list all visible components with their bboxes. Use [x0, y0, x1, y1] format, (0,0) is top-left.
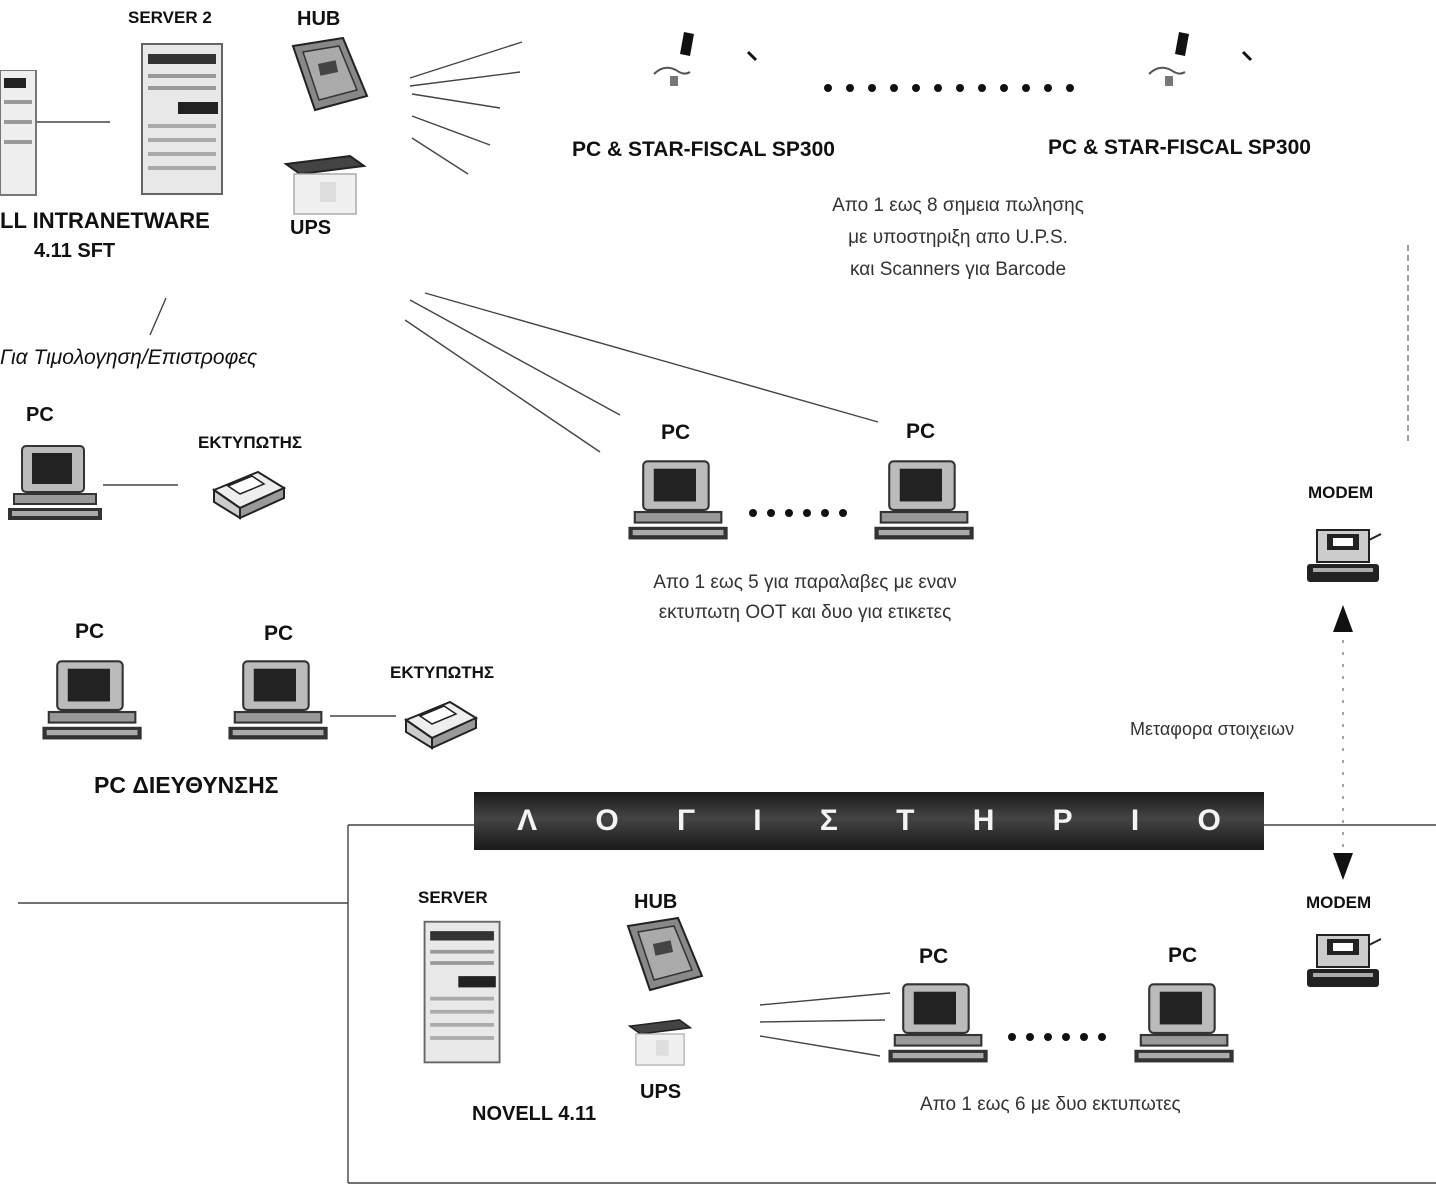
modem-top-icon	[1303, 520, 1383, 590]
mgmt-pc-label-1: PC	[75, 620, 105, 643]
mgmt-pc-icon	[36, 655, 146, 750]
invoicing-label: Για Τιμολογηση/Επιστροφες	[0, 346, 258, 369]
banner-letter: Γ	[676, 804, 696, 837]
bottom-ups-icon	[625, 1010, 695, 1075]
bottom-hub-label: HUB	[634, 891, 678, 913]
intranetware-version: 4.11 SFT	[34, 240, 116, 262]
server-partial-icon	[0, 70, 37, 196]
ups-label: UPS	[290, 217, 332, 239]
left-printer-icon	[208, 462, 288, 522]
left-printer-label: ΕΚΤΥΠΩΤΗΣ	[198, 433, 303, 452]
server2-label: SERVER 2	[128, 8, 212, 27]
mgmt-printer-label: ΕΚΤΥΠΩΤΗΣ	[390, 663, 495, 682]
middle-caption-line: εκτυπωτη ΟΟΤ και δυο για ετικετες	[658, 602, 952, 623]
pos-label-1: PC & STAR-FISCAL SP300	[572, 138, 835, 161]
bottom-hub-icon	[618, 916, 708, 996]
transfer-label: Μεταφορα στοιχειων	[1130, 719, 1295, 739]
banner-letter: Ι	[753, 804, 762, 837]
banner-letter: Ο	[595, 804, 619, 837]
modem-bottom-icon	[1303, 925, 1383, 995]
bottom-pc-icon	[882, 978, 992, 1073]
banner-letter: Ι	[1130, 804, 1140, 837]
banner-letter: Ο	[1197, 804, 1221, 837]
arrow-down-icon	[1333, 853, 1353, 880]
mgmt-pc-label-2: PC	[264, 622, 294, 645]
pos-caption-line: Απο 1 εως 8 σημεια πωλησης	[832, 195, 1084, 216]
server2-icon	[138, 40, 228, 200]
pos-terminal-icon	[650, 28, 760, 118]
mgmt-pc-icon	[222, 655, 332, 750]
modem-top-label: MODEM	[1308, 483, 1374, 502]
pos-caption: Απο 1 εως 8 σημεια πωλησης με υποστηριξη…	[790, 190, 1126, 286]
middle-pc-icon	[868, 455, 978, 550]
pos-label-2: PC & STAR-FISCAL SP300	[1048, 136, 1311, 159]
pos-caption-line: και Scanners για Barcode	[849, 259, 1067, 280]
intranetware-title: LL INTRANETWARE	[0, 208, 210, 233]
bottom-server-icon	[418, 918, 508, 1068]
bottom-server-label: SERVER	[418, 888, 488, 907]
left-pc-icon	[4, 440, 104, 530]
novell-label: NOVELL 4.11	[472, 1103, 597, 1125]
management-title: PC ΔΙΕΥΘΥΝΣΗΣ	[94, 772, 279, 798]
bottom-caption: Απο 1 εως 6 με δυο εκτυπωτες	[920, 1094, 1181, 1115]
banner-letter: Λ	[517, 804, 538, 837]
middle-caption: Απο 1 εως 5 για παραλαβες με εναν εκτυπω…	[600, 568, 1010, 628]
banner-letter: Ρ	[1052, 804, 1073, 837]
middle-pc-label-2: PC	[906, 420, 936, 443]
hub-label: HUB	[297, 8, 341, 30]
ups-icon	[280, 150, 370, 220]
hub-icon	[283, 36, 373, 116]
banner-letter: Τ	[896, 804, 915, 837]
bottom-ups-label: UPS	[640, 1081, 682, 1103]
banner-letter: Η	[972, 804, 995, 837]
pos-caption-line: με υποστηριξη απο U.P.S.	[848, 227, 1068, 248]
bottom-pc-label-1: PC	[919, 945, 949, 968]
arrow-up-icon	[1333, 605, 1353, 632]
middle-caption-line: Απο 1 εως 5 για παραλαβες με εναν	[653, 572, 957, 593]
banner-letter: Σ	[819, 804, 838, 837]
pos-terminal-icon	[1145, 28, 1255, 118]
mgmt-printer-icon	[400, 692, 480, 752]
middle-pc-label-1: PC	[661, 421, 691, 444]
modem-bottom-label: MODEM	[1306, 893, 1372, 912]
bottom-pc-label-2: PC	[1168, 944, 1198, 967]
middle-pc-icon	[622, 455, 732, 550]
left-pc-label: PC	[26, 404, 54, 426]
bottom-pc-icon	[1128, 978, 1238, 1073]
logistirio-banner: Λ Ο Γ Ι Σ Τ Η Ρ Ι Ο	[474, 792, 1264, 850]
